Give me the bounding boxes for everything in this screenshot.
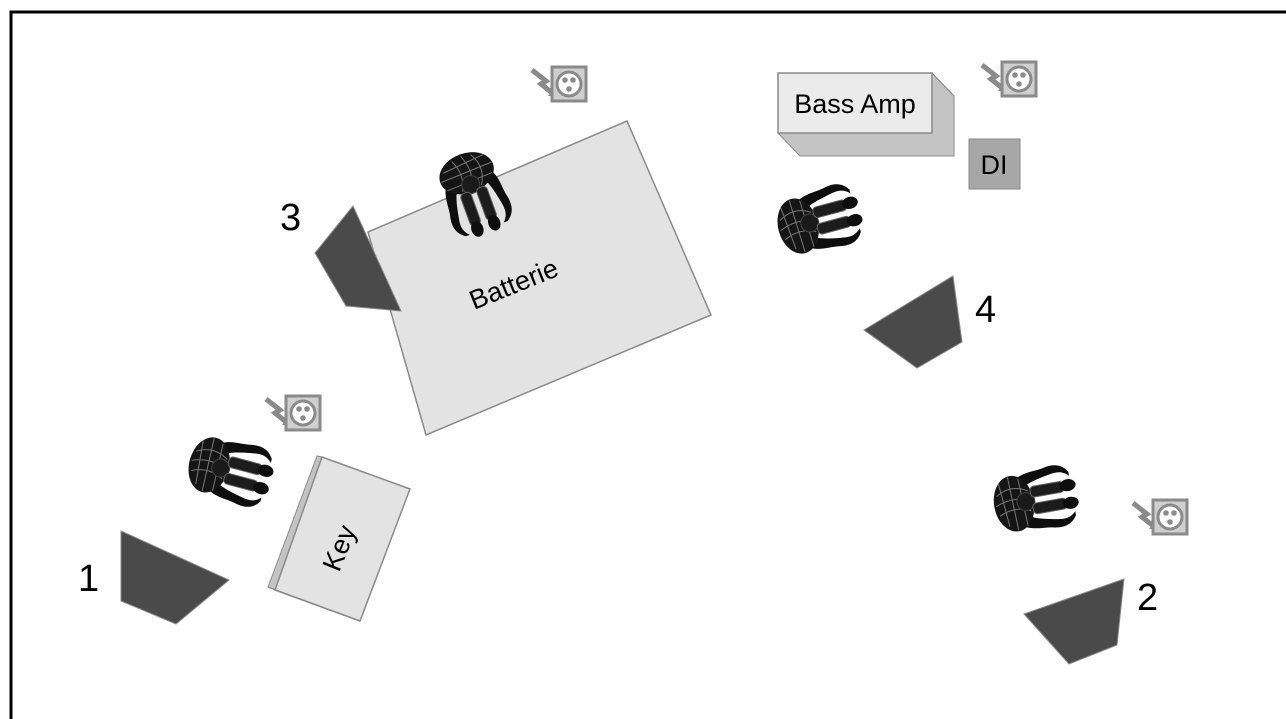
power-outlet-icon [532, 67, 586, 101]
monitor-wedge-icon [863, 275, 963, 369]
musician-icon [988, 461, 1083, 539]
di-box [968, 138, 1021, 190]
monitor-number-3: 3 [280, 197, 301, 239]
di-label: DI [981, 150, 1008, 180]
bass-amp: Bass Amp [777, 72, 955, 157]
monitor-wedge-icon [1023, 578, 1125, 665]
stage-border [9, 10, 1286, 719]
power-outlet-icon [982, 62, 1036, 96]
monitor-number-2: 2 [1137, 577, 1158, 619]
monitor-number-1: 1 [78, 558, 99, 600]
bass-amp-label: Bass Amp [794, 89, 916, 119]
musician-icon [770, 178, 869, 262]
monitor-wedge-icon [314, 205, 402, 312]
power-outlet-icon [266, 396, 320, 430]
musician-icon [181, 429, 280, 513]
monitor-number-4: 4 [975, 289, 996, 331]
monitor-wedge-icon [120, 530, 230, 625]
keyboard: Key [267, 455, 411, 622]
power-outlet-icon [1133, 500, 1187, 534]
